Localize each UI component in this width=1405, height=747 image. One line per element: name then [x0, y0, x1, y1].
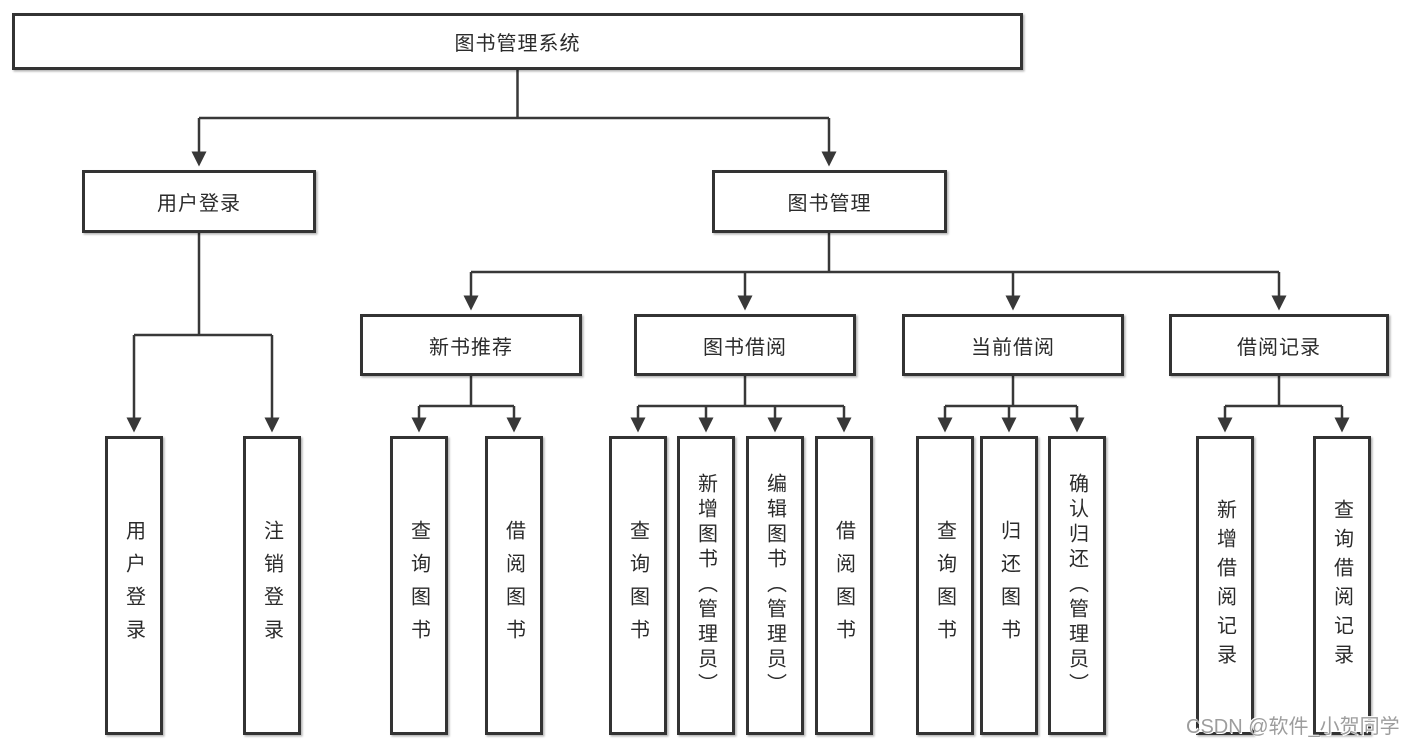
- node-query-books-3: 查询图书: [916, 436, 974, 735]
- edge-book-management-split: [471, 233, 1279, 274]
- node-new-book-recommend: 新书推荐: [360, 314, 582, 376]
- node-book-management: 图书管理: [712, 170, 947, 233]
- node-book-borrow: 图书借阅: [634, 314, 856, 376]
- csdn-watermark: CSDN @软件_小贺同学: [1186, 716, 1400, 738]
- node-current-borrow: 当前借阅: [902, 314, 1124, 376]
- tree-edges: [126, 70, 1350, 433]
- node-add-borrow-record: 新增借阅记录: [1196, 436, 1254, 735]
- edge-user-login-split: [134, 233, 272, 337]
- node-edit-book-admin: 编辑图书（管理员）: [746, 436, 804, 735]
- edge-book-borrow-split: [638, 376, 844, 408]
- node-return-book: 归还图书: [980, 436, 1038, 735]
- node-borrow-records: 借阅记录: [1169, 314, 1389, 376]
- node-leaf-user-login: 用户登录: [105, 436, 163, 735]
- edge-borrow-records-split: [1225, 376, 1342, 408]
- node-library-management-system: 图书管理系统: [12, 13, 1023, 70]
- node-borrow-books-1: 借阅图书: [485, 436, 543, 735]
- node-confirm-return-admin: 确认归还（管理员）: [1048, 436, 1106, 735]
- edge-new-book-split: [419, 376, 514, 408]
- node-user-login: 用户登录: [82, 170, 316, 233]
- node-query-books-2: 查询图书: [609, 436, 667, 735]
- node-leaf-logout: 注销登录: [243, 436, 301, 735]
- node-query-books-1: 查询图书: [390, 436, 448, 735]
- edge-root-split: [199, 70, 829, 120]
- edge-current-borrow-split: [945, 376, 1077, 408]
- node-borrow-books-2: 借阅图书: [815, 436, 873, 735]
- node-query-borrow-record: 查询借阅记录: [1313, 436, 1371, 735]
- node-add-book-admin: 新增图书（管理员）: [677, 436, 735, 735]
